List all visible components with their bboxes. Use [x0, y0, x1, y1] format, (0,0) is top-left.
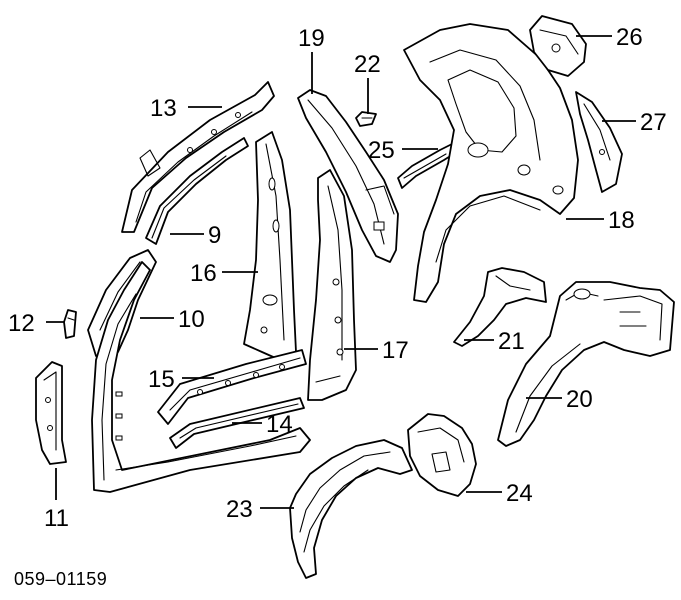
- part-20-wheelhouse-inner: [497, 281, 675, 447]
- leader-lines: [46, 35, 636, 509]
- part-12-clip: [63, 309, 77, 339]
- part-19-roof-side-inner: [297, 89, 399, 263]
- callout-21: 21: [498, 328, 525, 355]
- callout-20: 20: [566, 386, 593, 413]
- diagram-number: 059–01159: [14, 569, 107, 589]
- callout-27: 27: [640, 109, 667, 136]
- part-21-wheelhouse-piece: [453, 267, 547, 347]
- part-27-rear-bracket: [575, 91, 623, 193]
- callout-23: 23: [226, 496, 253, 523]
- part-22-bracket: [355, 111, 377, 127]
- callout-18: 18: [608, 207, 635, 234]
- callout-12: 12: [8, 310, 35, 337]
- callout-17: 17: [382, 337, 409, 364]
- callout-15: 15: [148, 366, 175, 393]
- part-13-roof-rail: [121, 81, 275, 233]
- callout-9: 9: [208, 222, 221, 249]
- part-16-center-pillar: [243, 131, 297, 361]
- part-11-hinge-pillar: [35, 361, 67, 465]
- callout-14: 14: [266, 411, 293, 438]
- callout-22: 22: [354, 51, 381, 78]
- callout-16: 16: [190, 260, 217, 287]
- part-17-quarter-pillar: [307, 169, 357, 401]
- callout-19: 19: [298, 25, 325, 52]
- callout-13: 13: [150, 95, 177, 122]
- part-9-drip-rail: [145, 137, 249, 245]
- body-side-outer-frame: [91, 261, 311, 493]
- part-26-bracket: [529, 15, 587, 77]
- callout-26: 26: [616, 24, 643, 51]
- callout-10: 10: [178, 306, 205, 333]
- callout-11: 11: [44, 505, 69, 532]
- callout-24: 24: [506, 480, 533, 507]
- callout-25: 25: [368, 137, 395, 164]
- callout-labels: 13 9 10 11 12 16 15 14 19 22 25 17 18 26…: [8, 24, 667, 532]
- part-24-splash-shield: [407, 413, 477, 497]
- part-23-wheel-liner: [289, 439, 413, 579]
